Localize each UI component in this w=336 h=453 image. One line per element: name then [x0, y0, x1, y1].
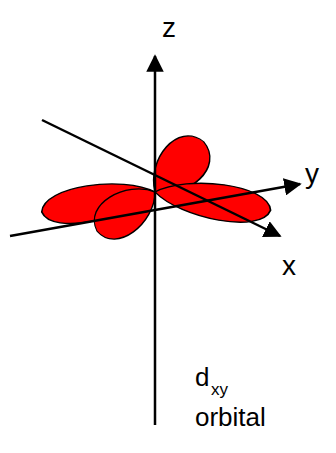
orbital-name: d	[195, 364, 209, 390]
axis-label: y	[305, 160, 319, 188]
axis-label: x	[282, 252, 296, 280]
orbital-name: orbital	[195, 404, 266, 430]
axes	[10, 56, 300, 425]
orbital-subscript: xy	[211, 381, 228, 398]
axis-label: z	[162, 14, 176, 42]
